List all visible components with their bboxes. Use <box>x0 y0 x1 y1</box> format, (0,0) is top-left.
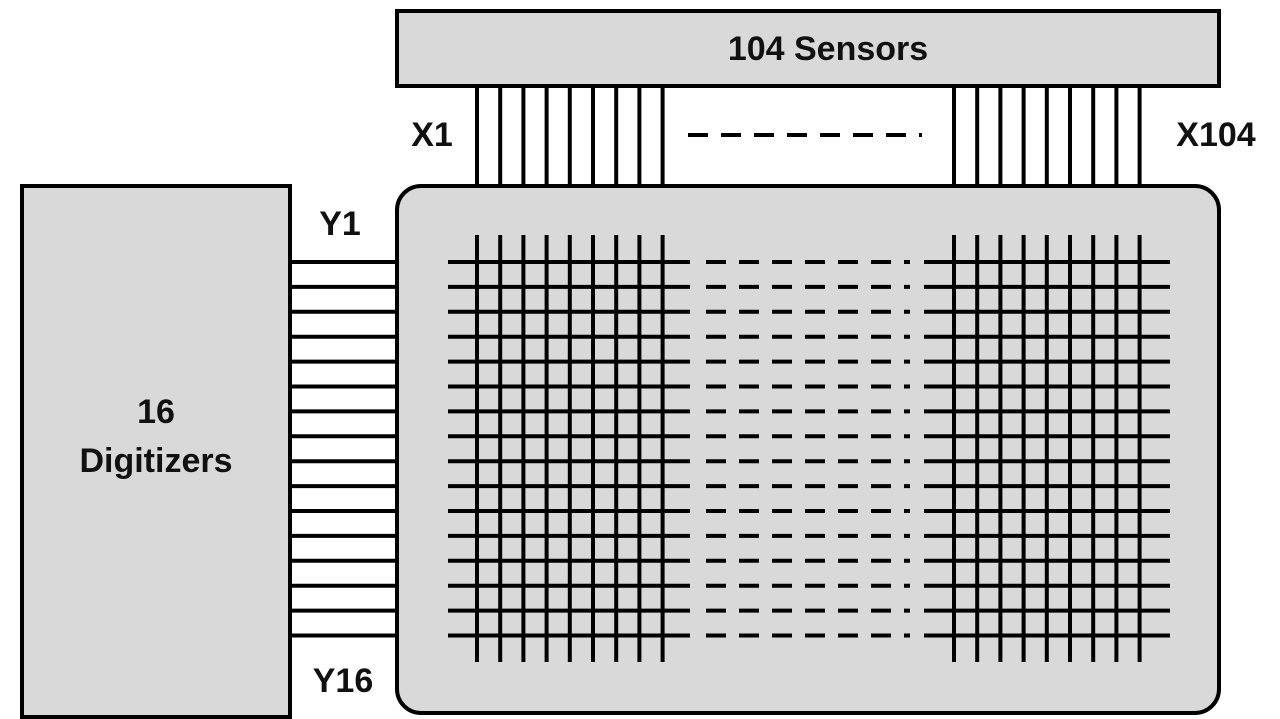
sensor-grid-lines <box>448 235 1170 662</box>
y-last-label: Y16 <box>313 662 374 700</box>
digitizers-count-label: 16 <box>137 393 175 431</box>
digitizers-box <box>20 184 292 719</box>
x-first-label: X1 <box>411 116 453 154</box>
y-digitizer-leads <box>290 260 397 638</box>
y-first-label: Y1 <box>319 205 361 243</box>
sensors-label: 104 Sensors <box>728 30 928 68</box>
digitizers-name-label: Digitizers <box>79 442 232 480</box>
x-last-label: X104 <box>1176 116 1255 154</box>
x-sensor-leads <box>475 86 1142 186</box>
sensors-box <box>395 9 1221 88</box>
digitizers-block: 16 Digitizers <box>20 184 292 719</box>
sensor-grid-panel <box>395 184 1221 715</box>
sensors-block: 104 Sensors <box>395 9 1221 88</box>
